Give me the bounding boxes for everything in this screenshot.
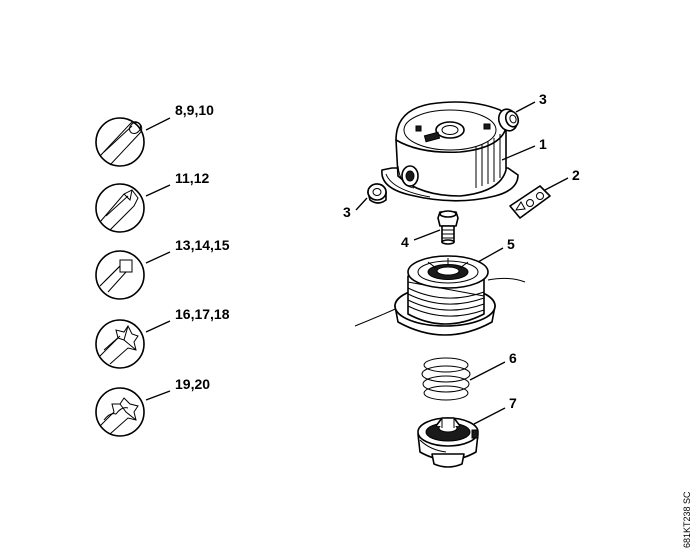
- callout-number: 6: [509, 350, 517, 366]
- callout-6: 6: [469, 350, 517, 381]
- plug-part-left: [367, 183, 387, 204]
- line-profile-notched: 11,12: [95, 170, 209, 233]
- profile-label: 11,12: [175, 170, 209, 186]
- line-profile-round: 8,9,10: [95, 102, 214, 167]
- reference-code: 681KT238 SC: [682, 491, 692, 548]
- callout-3-top: 3: [515, 91, 547, 113]
- line-profile-square: 13,14,15: [95, 237, 230, 300]
- plug-part-top: [497, 108, 520, 132]
- callout-number: 3: [343, 204, 351, 220]
- cover-part: [381, 101, 519, 202]
- callout-number: 2: [572, 167, 580, 183]
- callout-7: 7: [473, 395, 517, 425]
- notched-line-icon: [95, 183, 145, 233]
- square-line-icon: [95, 250, 145, 300]
- callout-number: 4: [401, 234, 409, 250]
- callout-number: 1: [539, 136, 547, 152]
- callout-2: 2: [544, 167, 580, 191]
- warning-label-part: [509, 185, 551, 219]
- spool-housing-part: [417, 417, 479, 468]
- callout-4: 4: [401, 229, 441, 250]
- line-profile-twisted: 19,20: [95, 376, 210, 437]
- round-line-icon: [95, 117, 145, 167]
- line-profile-star: 16,17,18: [95, 306, 230, 369]
- spring-part: [421, 357, 471, 401]
- twisted-line-icon: [95, 387, 145, 437]
- threaded-insert-part: [437, 210, 459, 245]
- spool-part: [354, 255, 526, 336]
- callout-number: 3: [539, 91, 547, 107]
- callout-3-left: 3: [343, 197, 368, 220]
- star-line-icon: [95, 319, 145, 369]
- profile-label: 16,17,18: [175, 306, 230, 322]
- callout-number: 5: [507, 236, 515, 252]
- profile-label: 19,20: [175, 376, 210, 392]
- profile-label: 13,14,15: [175, 237, 230, 253]
- callout-number: 7: [509, 395, 517, 411]
- profile-label: 8,9,10: [175, 102, 214, 118]
- callout-1: 1: [501, 136, 547, 161]
- callout-5: 5: [477, 236, 515, 263]
